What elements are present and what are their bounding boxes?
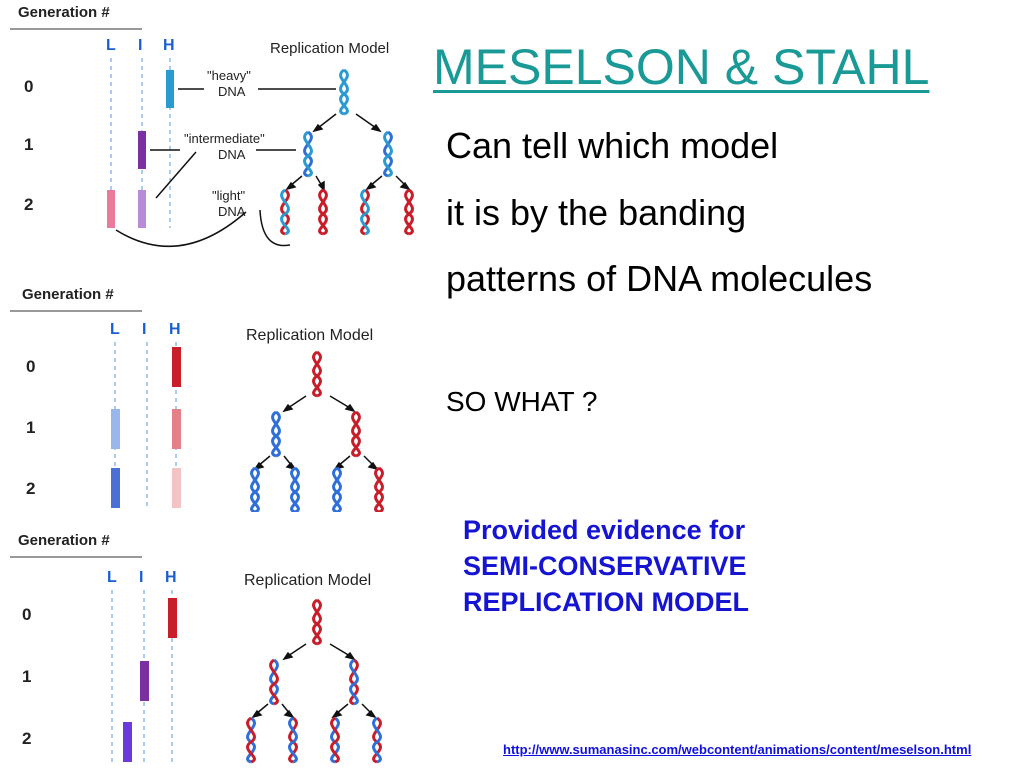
- source-link[interactable]: http://www.sumanasinc.com/webcontent/ani…: [503, 742, 972, 757]
- helix-gen2-d: [404, 188, 414, 236]
- heavy-label-line1: "heavy": [207, 68, 251, 83]
- generation-2-label: 2: [24, 195, 33, 214]
- generation-1-label: 1: [22, 667, 31, 686]
- generation-0-label: 0: [22, 605, 31, 624]
- helix-gen1-a: [269, 658, 279, 706]
- arrows-gen0: [282, 643, 356, 661]
- body-line-2: it is by the banding: [446, 192, 747, 233]
- band-intermediate-gen1: [140, 661, 149, 701]
- evidence-block: Provided evidence for SEMI-CONSERVATIVE …: [463, 512, 749, 620]
- helix-gen1-a: [271, 410, 281, 458]
- helix-gen1-b: [351, 410, 361, 458]
- panel-2-diagram: Generation # L I H Replication Model 0 1…: [10, 286, 384, 512]
- helix-gen1-a: [303, 130, 313, 178]
- body-line-3: patterns of DNA molecules: [446, 258, 873, 299]
- generation-1-label: 1: [24, 135, 33, 154]
- lane-label-heavy: H: [163, 37, 175, 54]
- evidence-line-1: Provided evidence for: [463, 515, 746, 545]
- model-title: Replication Model: [244, 572, 371, 589]
- intermediate-label-line2: DNA: [218, 147, 246, 162]
- generation-0-label: 0: [24, 77, 33, 96]
- band-heavy-gen0: [172, 347, 181, 387]
- intermediate-label-line1: "intermediate": [184, 131, 265, 146]
- helix-gen2-b: [290, 466, 300, 512]
- lane-label-intermediate: I: [139, 569, 143, 586]
- question-text: SO WHAT ?: [446, 386, 598, 417]
- band-gen2: [123, 722, 132, 762]
- band-heavy-gen2: [172, 468, 181, 508]
- helix-gen0: [312, 598, 322, 646]
- generation-1-label: 1: [26, 418, 35, 437]
- band-light-gen2: [107, 190, 115, 228]
- band-heavy-gen0: [166, 70, 174, 108]
- panel-1-diagram: Generation # L I H Replication Model 0 1…: [10, 4, 414, 248]
- generation-header: Generation #: [18, 532, 110, 549]
- helix-gen2-b: [288, 716, 298, 764]
- lane-label-heavy: H: [165, 569, 177, 586]
- generation-2-label: 2: [26, 479, 35, 498]
- generation-0-label: 0: [26, 357, 35, 376]
- lane-label-light: L: [107, 569, 117, 586]
- arrows-gen0: [282, 395, 356, 413]
- helix-gen1-b: [383, 130, 393, 178]
- panel-3-diagram: Generation # L I H Replication Model 0 1…: [10, 532, 382, 766]
- heavy-label-line2: DNA: [218, 84, 246, 99]
- helix-gen1-b: [349, 658, 359, 706]
- helix-gen2-a: [246, 716, 256, 764]
- helix-gen2-c: [330, 716, 340, 764]
- evidence-line-2: SEMI-CONSERVATIVE: [463, 551, 747, 581]
- connector-lines: [115, 88, 336, 248]
- slide-title: MESELSON & STAHL: [433, 39, 930, 95]
- lane-label-light: L: [110, 321, 120, 338]
- evidence-line-3: REPLICATION MODEL: [463, 587, 749, 617]
- lane-label-heavy: H: [169, 321, 181, 338]
- panel-dispersive-model: Generation # L I H Replication Model 0 1…: [0, 522, 430, 768]
- lane-label-intermediate: I: [142, 321, 146, 338]
- body-line-1: Can tell which model: [446, 125, 779, 166]
- band-light-gen2: [111, 468, 120, 508]
- helix-gen2-c: [332, 466, 342, 512]
- light-label-line1: "light": [212, 188, 245, 203]
- band-heavy-gen1: [172, 409, 181, 449]
- helix-gen0: [312, 350, 322, 398]
- arrows-gen1: [285, 175, 411, 192]
- helix-gen2-c: [360, 188, 370, 236]
- arrows-gen1: [253, 455, 379, 471]
- helix-gen2-d: [372, 716, 382, 764]
- arrows-gen1: [251, 703, 377, 719]
- band-light-gen1: [111, 409, 120, 449]
- helix-gen2-d: [374, 466, 384, 512]
- band-heavy-gen0: [168, 598, 177, 638]
- helix-gen2-b: [318, 188, 328, 236]
- light-label-line2: DNA: [218, 204, 246, 219]
- arrows-gen0: [312, 113, 382, 133]
- model-title: Replication Model: [270, 40, 389, 57]
- panel-semi-conservative-labeled: Generation # L I H Replication Model 0 1…: [0, 0, 430, 256]
- helix-gen2-a: [280, 188, 290, 236]
- lane-label-intermediate: I: [138, 37, 142, 54]
- band-intermediate-gen1: [138, 131, 146, 169]
- helix-gen0: [339, 68, 349, 116]
- helix-gen2-a: [250, 466, 260, 512]
- generation-header: Generation #: [18, 4, 110, 21]
- generation-2-label: 2: [22, 729, 31, 748]
- generation-header: Generation #: [22, 286, 114, 303]
- band-intermediate-gen2: [138, 190, 146, 228]
- model-title: Replication Model: [246, 327, 373, 344]
- panel-conservative-model: Generation # L I H Replication Model 0 1…: [0, 276, 430, 512]
- lane-label-light: L: [106, 37, 116, 54]
